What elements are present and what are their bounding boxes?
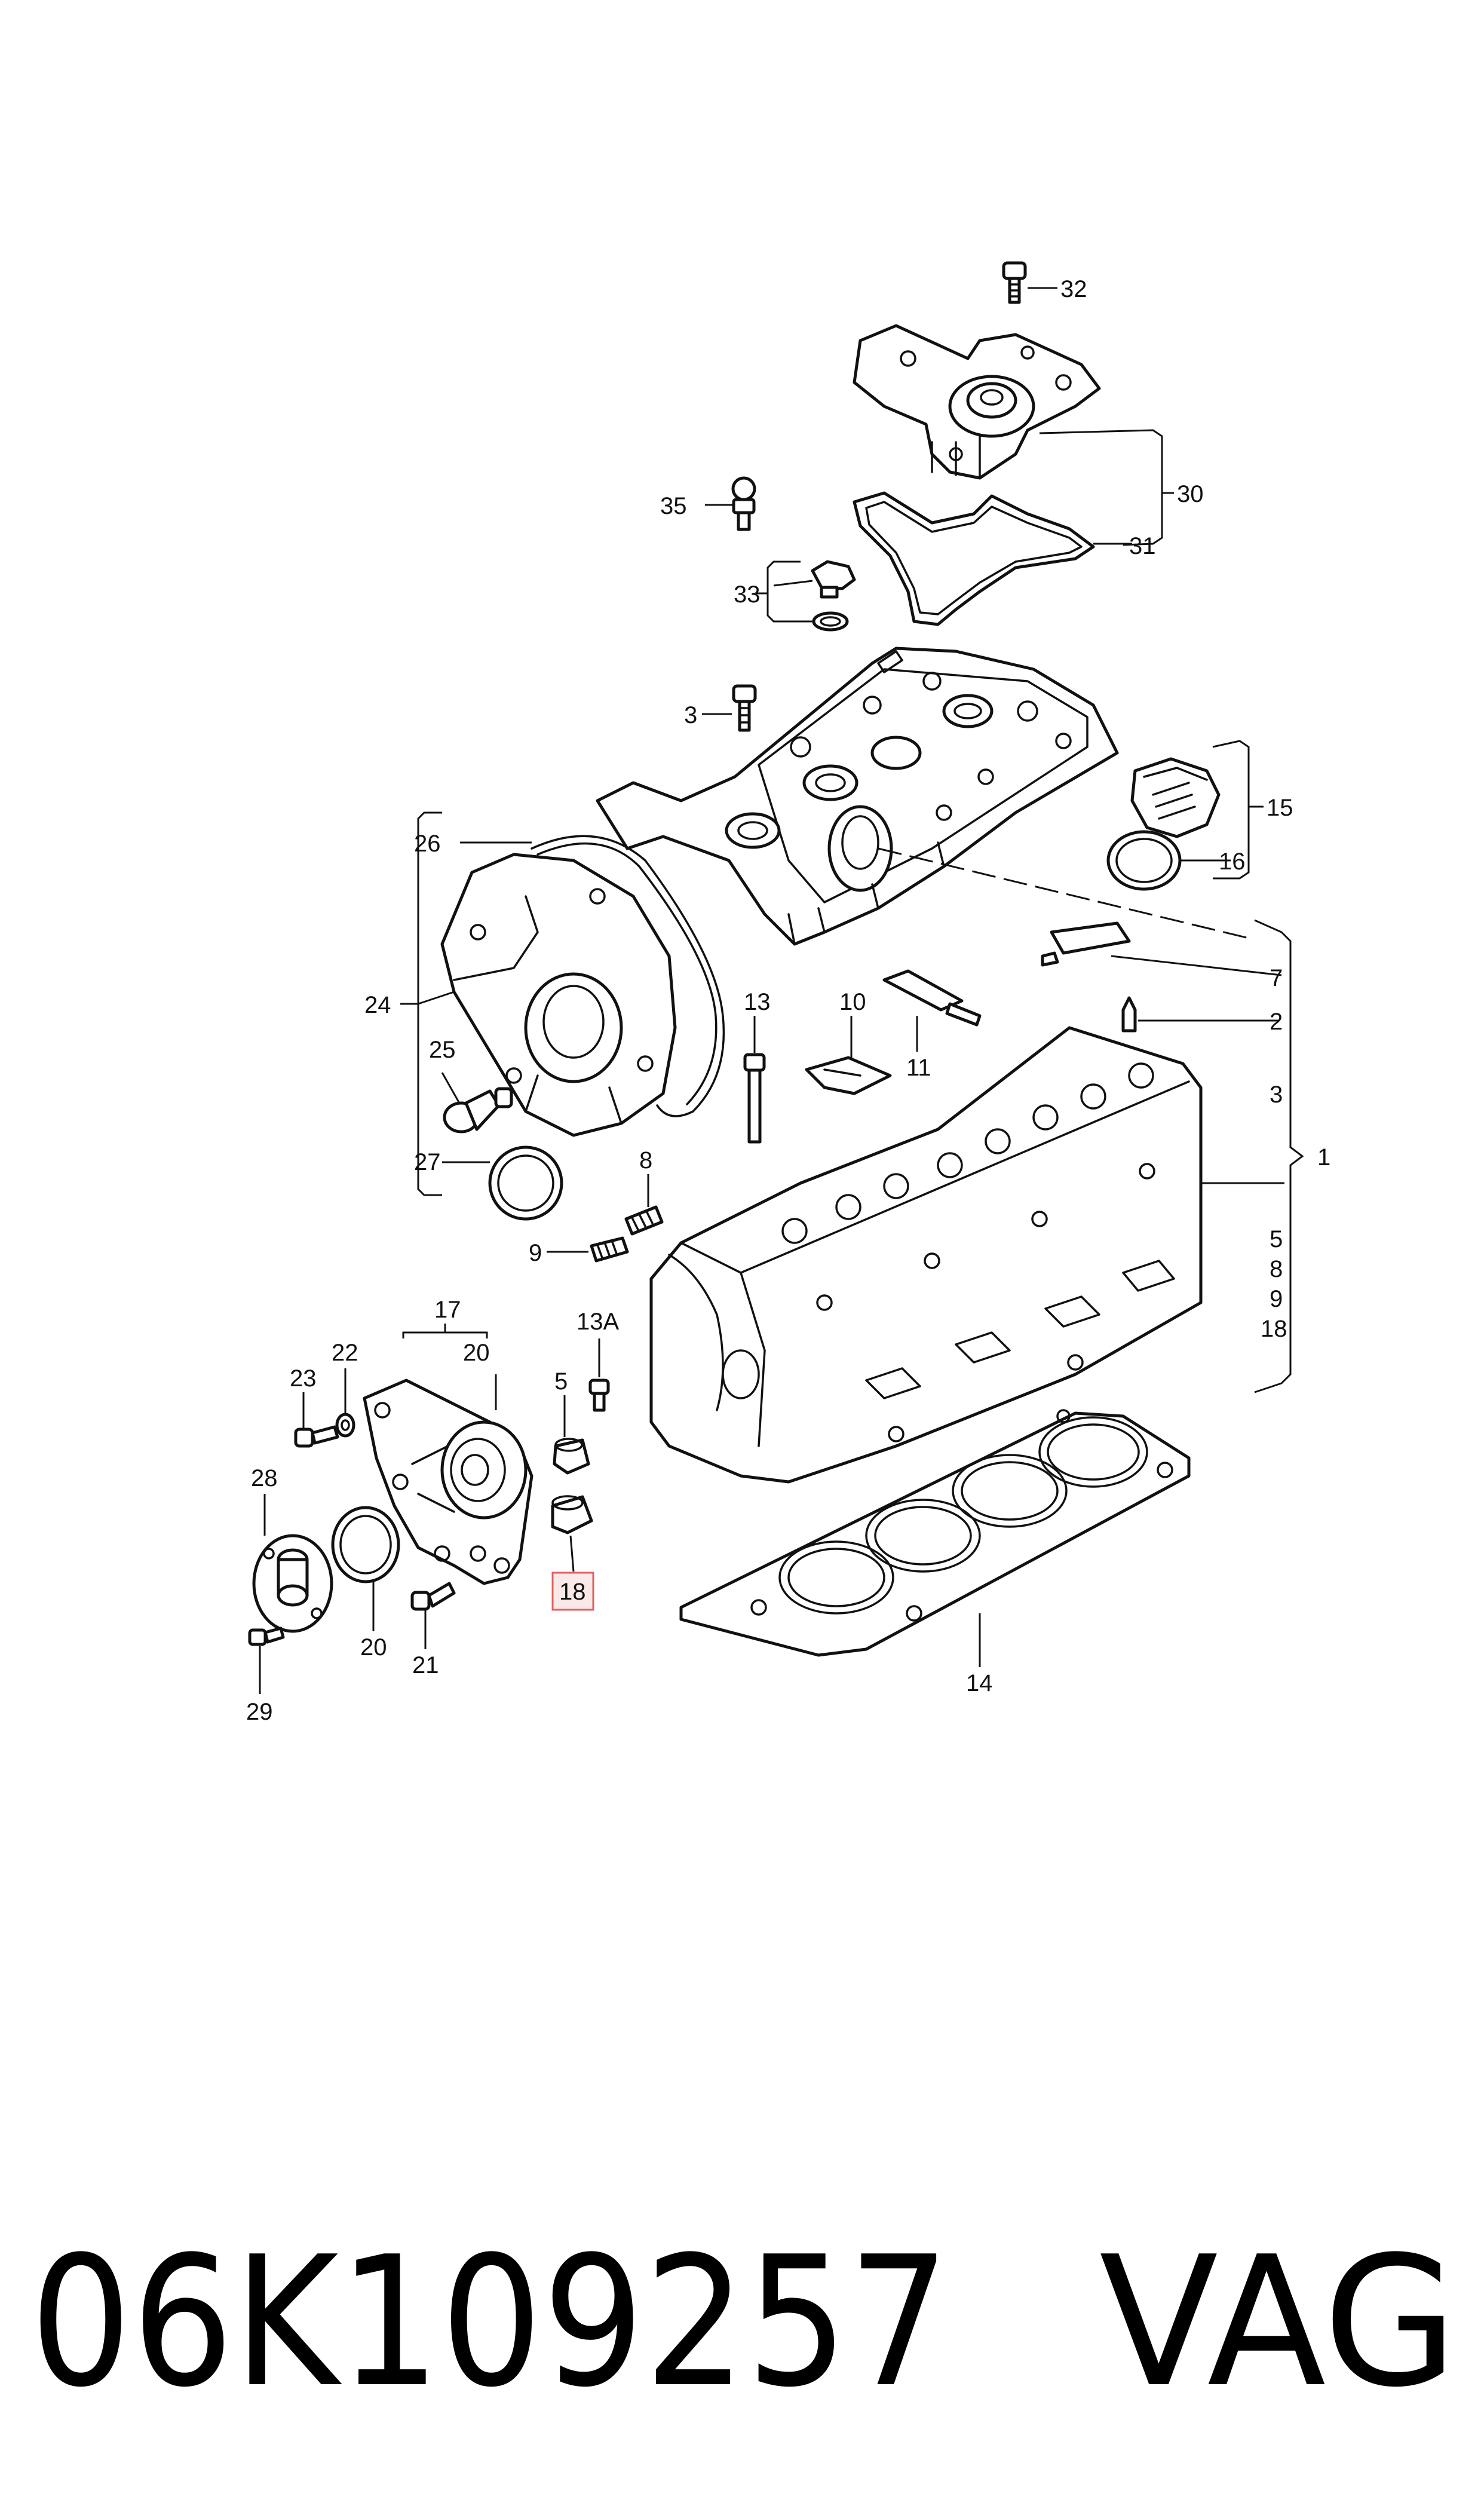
callout-11: 11 [906,1055,931,1081]
callout-24: 24 [364,992,391,1018]
stud-8-part [624,1205,664,1236]
callout-2: 2 [1270,1009,1283,1035]
callout-18-right: 18 [1261,1316,1287,1342]
cylinder-head-cover-part [596,647,1119,946]
callout-23: 23 [290,1365,317,1392]
engine-head-exploded-diagram: 32 30 31 35 33 3 15 16 26 7 24 13 10 2 2… [246,261,1330,1725]
callout-9-left: 9 [529,1240,542,1266]
bolt-3-part [732,684,757,732]
callout-9-right: 9 [1270,1286,1283,1312]
footer: 06K109257 VAG [30,2218,1458,2427]
callout-20-upper: 20 [463,1340,490,1366]
gasket-26-part [531,835,725,1117]
callout-10: 10 [839,989,866,1015]
callout-32: 32 [1060,276,1087,302]
callout-8-left: 8 [639,1147,652,1174]
head-gasket-14-part [679,1409,1191,1657]
bolt-13A-part [588,1379,610,1412]
bolt-21-part [410,1582,456,1611]
callout-5-right: 5 [1270,1226,1283,1252]
bolt-13-part [743,1053,766,1144]
callout-13A: 13A [577,1309,619,1335]
sensor-25-part [443,1087,513,1134]
wedge-7-part [1041,921,1131,967]
bolt-29-part [248,1626,285,1646]
gasket-31-part [853,491,1095,626]
stud-9-part [590,1236,629,1263]
callout-26: 26 [414,831,441,857]
pin-2-part [1121,996,1137,1033]
callout-3-upper: 3 [684,702,697,728]
bolt-23-part [294,1425,339,1448]
plug-18-part [551,1495,593,1534]
flange-28-part [252,1534,333,1633]
clip-10-part [805,1056,892,1095]
callout-27: 27 [414,1149,441,1175]
bolt-32-part [1002,261,1027,304]
callout-16: 16 [1219,848,1246,875]
callout-28: 28 [251,1465,278,1491]
callout-31: 31 [1129,533,1156,559]
plug-33-part [811,560,856,632]
callout-5-lower: 5 [554,1368,568,1395]
callout-3-right: 3 [1270,1082,1283,1108]
seal-16-part [1106,830,1182,891]
oil-separator-30-part [853,324,1101,480]
cap-5-part [553,1438,590,1475]
callout-18-highlight-box [551,1572,594,1611]
washer-22-part [335,1413,355,1438]
part-number-label: 06K109257 [30,2218,950,2427]
cylinder-head-1-part [649,1026,1203,1484]
callout-1: 1 [1317,1144,1330,1171]
callout-29: 29 [246,1699,273,1725]
sensor-11-part [882,969,982,1027]
callout-20-lower: 20 [360,1634,387,1661]
o-ring-20-part [331,1506,400,1583]
thermostat-housing-20-part [363,1379,533,1585]
callout-21: 21 [412,1652,439,1678]
callout-13: 13 [744,989,771,1015]
brand-label: VAG [1099,2218,1458,2427]
seal-27-part [488,1145,563,1221]
callout-25: 25 [429,1037,456,1063]
timing-cover-24-part [440,853,677,1137]
callout-30: 30 [1177,481,1204,507]
valve-35-part [731,476,756,531]
callout-33: 33 [734,581,761,608]
callout-7: 7 [1270,965,1283,991]
callout-35: 35 [660,493,687,519]
oil-cap-15-part [1130,757,1221,838]
callout-22: 22 [332,1340,358,1366]
callout-18-highlighted[interactable]: 18 [559,1579,586,1605]
callout-8-right: 8 [1270,1256,1283,1282]
callout-15: 15 [1267,795,1293,821]
callout-17: 17 [434,1297,461,1323]
callout-14: 14 [966,1670,993,1696]
